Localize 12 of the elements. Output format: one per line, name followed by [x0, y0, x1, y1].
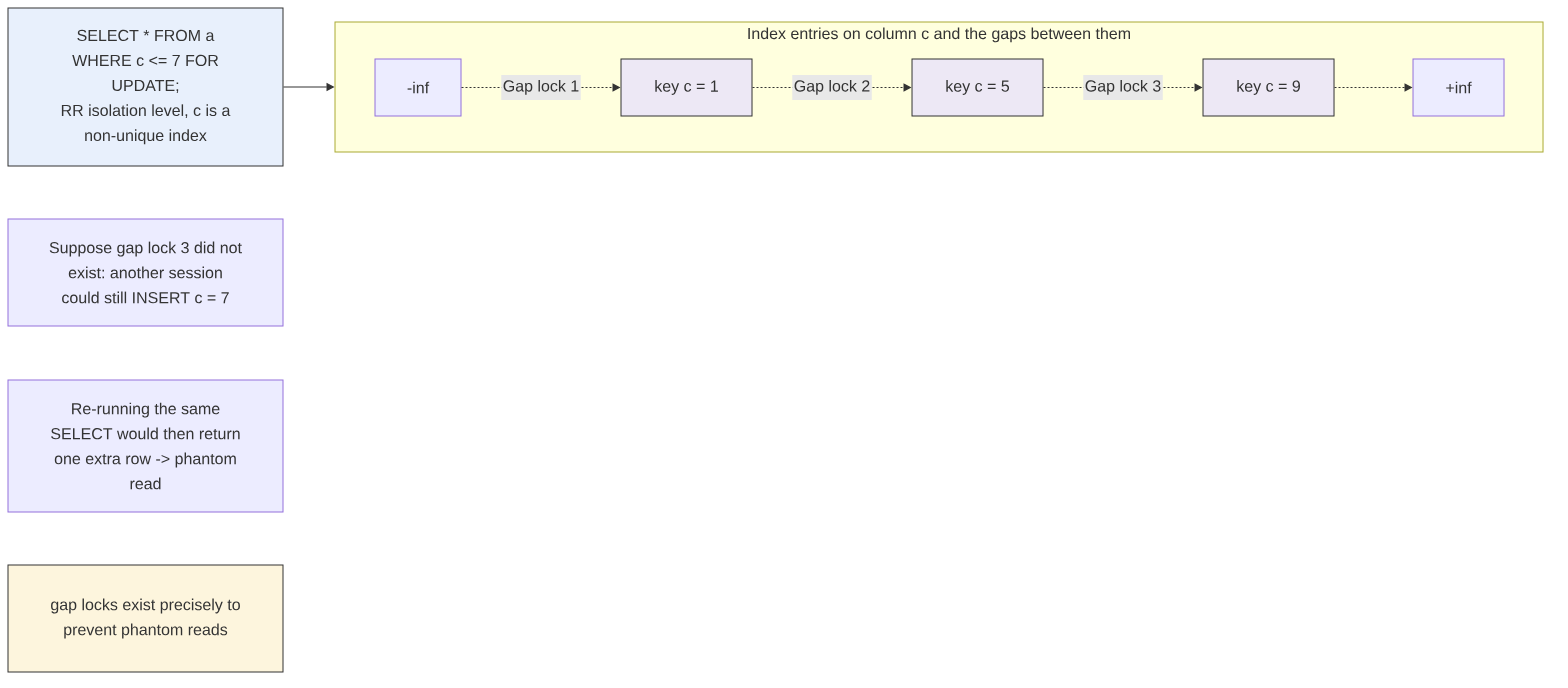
- edge-label: Gap lock 2: [792, 75, 872, 100]
- index-entry-box: key c = 1: [620, 58, 753, 117]
- edge-label: Gap lock 1: [501, 75, 581, 100]
- index-entry-box: key c = 5: [911, 58, 1044, 117]
- note-box: Suppose gap lock 3 did not exist: another session could still INSERT c = 7: [7, 218, 284, 327]
- index-entry-box: -inf: [374, 58, 462, 117]
- note-box: gap locks exist precisely to prevent phantom reads: [7, 564, 284, 673]
- index-entry-box: +inf: [1412, 58, 1505, 117]
- note-box: Re-running the same SELECT would then return one extra row -> phantom read: [7, 379, 284, 513]
- text-box: SELECT * FROM a WHERE c <= 7 FOR UPDATE; RR isolation level, c is a non-unique index: [7, 7, 284, 167]
- index-entry-box: key c = 9: [1202, 58, 1335, 117]
- edge-label: Gap lock 3: [1083, 75, 1163, 100]
